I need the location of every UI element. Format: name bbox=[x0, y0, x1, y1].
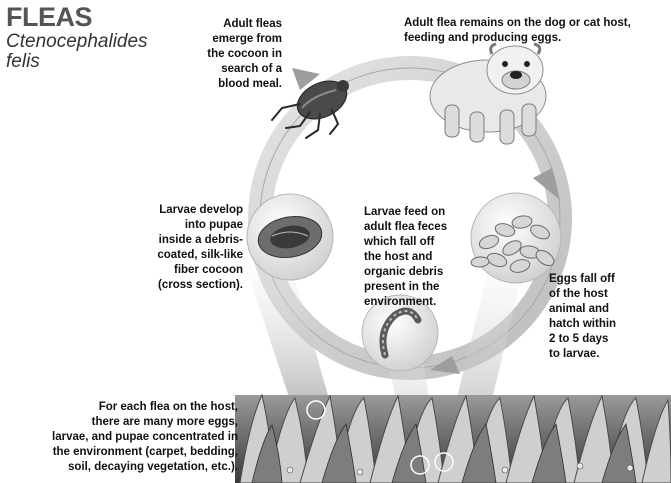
species-name: Ctenocephalides felis bbox=[6, 31, 148, 72]
bulldog-host bbox=[429, 42, 547, 145]
larva bbox=[361, 294, 439, 372]
caption-adult-emerge: Adult fleas emerge from the cocoon in se… bbox=[207, 18, 282, 90]
caption-adult-host: Adult flea remains on the dog or cat hos… bbox=[404, 17, 631, 44]
caption-environment: For each flea on the host, there are man… bbox=[52, 401, 238, 473]
adult-flea bbox=[271, 80, 349, 139]
cycle-arrow-icon bbox=[292, 68, 320, 90]
eggs bbox=[470, 192, 562, 284]
caption-eggs: Eggs fall off of the host animal and hat… bbox=[549, 273, 617, 360]
caption-larvae-feed: Larvae feed on adult flea feces which fa… bbox=[364, 206, 448, 308]
pupa-cocoon bbox=[246, 193, 334, 281]
cycle-arrow-icon bbox=[533, 168, 560, 200]
cycle-arrow-icon bbox=[430, 356, 460, 374]
diagram-title: FLEAS bbox=[6, 2, 93, 32]
carpet-environment bbox=[235, 393, 671, 483]
caption-pupae: Larvae develop into pupae inside a debri… bbox=[157, 204, 243, 291]
